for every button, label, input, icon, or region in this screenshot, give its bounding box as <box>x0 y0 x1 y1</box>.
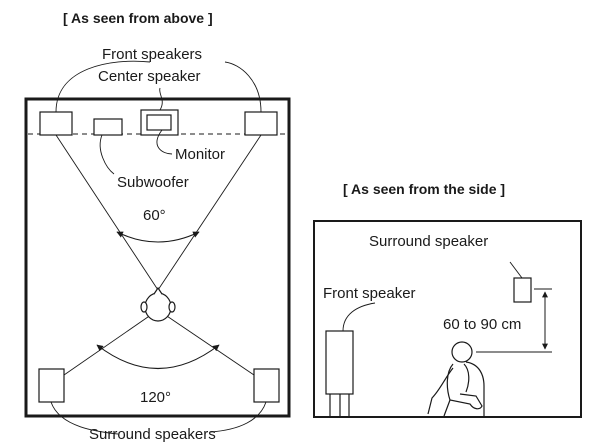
front-left-speaker <box>39 111 73 136</box>
seated-listener <box>427 341 485 417</box>
front-speakers-label: Front speakers <box>102 46 203 63</box>
surround-speakers-label: Surround speakers <box>89 426 216 443</box>
subwoofer-box <box>93 118 123 136</box>
surround-left-speaker <box>38 368 65 403</box>
front-angle-label: 60° <box>143 207 166 224</box>
subwoofer-label: Subwoofer <box>117 174 189 191</box>
side-view-heading: [ As seen from the side ] <box>343 181 506 197</box>
center-speaker-label: Center speaker <box>98 68 201 85</box>
side-front-speaker <box>325 330 354 395</box>
surround-angle-arc <box>96 344 220 370</box>
front-speaker-label: Front speaker <box>323 285 416 302</box>
surround-speaker-label: Surround speaker <box>369 233 489 250</box>
listener-top <box>140 286 176 322</box>
height-label: 60 to 90 cm <box>443 316 522 333</box>
front-right-speaker <box>244 111 278 136</box>
side-view-room <box>313 220 582 418</box>
side-surround-speaker <box>513 277 532 303</box>
monitor-label: Monitor <box>175 146 226 163</box>
surround-angle-label: 120° <box>140 389 172 406</box>
top-view-heading: [ As seen from above ] <box>63 10 213 26</box>
front-angle-arc <box>116 231 200 243</box>
top-view-room <box>24 60 291 435</box>
center-speaker-box <box>146 114 172 131</box>
surround-right-speaker <box>253 368 280 403</box>
